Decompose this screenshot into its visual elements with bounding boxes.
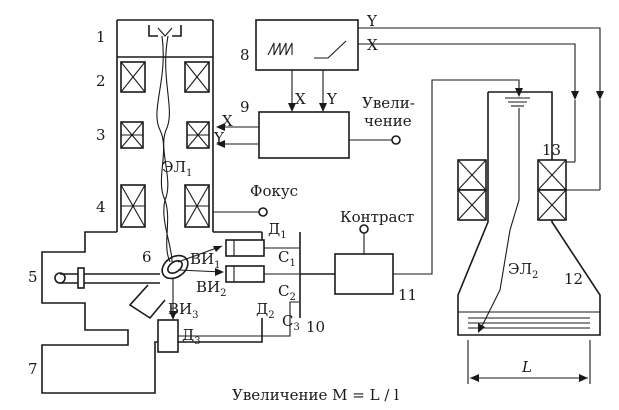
condenser-lens-coil <box>120 61 210 93</box>
detector-d2 <box>225 265 265 283</box>
beam-column-label: ЭЛ1 <box>162 158 192 179</box>
collector-c2-label: С2 <box>278 282 296 303</box>
signal-switch <box>299 232 335 318</box>
detector-d3-label: Д3 <box>182 326 201 347</box>
label-6: 6 <box>142 248 152 266</box>
coil-y-label: Y <box>213 129 225 147</box>
label-8: 8 <box>240 46 250 64</box>
label-12: 12 <box>564 270 583 288</box>
magnification-label-line2: чение <box>364 112 412 130</box>
label-10: 10 <box>306 318 325 336</box>
crt-deflection-coil <box>457 159 567 221</box>
electron-column <box>116 19 214 263</box>
collector-c1-label: С1 <box>278 248 296 269</box>
collector-c3-label: С3 <box>282 312 300 333</box>
label-7: 7 <box>28 360 38 378</box>
screen-width-label: L <box>521 358 532 376</box>
video-amplifier <box>334 253 394 295</box>
deflection-coil <box>120 121 210 149</box>
crt-display <box>457 91 601 336</box>
crt-x-label: X <box>367 36 378 54</box>
crt-y-label: Y <box>366 12 378 30</box>
contrast-label: Контраст <box>340 208 414 226</box>
mag-y-label: Y <box>326 90 338 108</box>
specimen <box>161 254 189 280</box>
scan-generator <box>255 19 359 71</box>
label-5: 5 <box>28 268 38 286</box>
magnification-knob <box>391 135 401 145</box>
magnification-label-line1: Увели- <box>362 94 415 112</box>
detector-d1 <box>225 239 265 257</box>
magnification-formula: Увеличение M = L / l <box>232 386 399 404</box>
label-13: 13 <box>542 141 561 159</box>
focus-label: Фокус <box>250 182 298 200</box>
label-9: 9 <box>240 98 250 116</box>
detector-d1-label: Д1 <box>268 220 287 241</box>
screen-width-dimension <box>467 340 591 384</box>
emission-vi1-label: ВИ1 <box>190 250 220 271</box>
detector-d3 <box>157 319 179 353</box>
electron-beam <box>156 35 173 263</box>
magnification-unit <box>258 111 350 159</box>
beam-crt-label: ЭЛ2 <box>508 260 538 281</box>
emission-vi2-label: ВИ2 <box>196 278 226 299</box>
label-3: 3 <box>96 126 106 144</box>
objective-lens-coil <box>120 184 210 228</box>
detector-d2-label: Д2 <box>256 300 275 321</box>
specimen-holder <box>54 267 160 289</box>
electron-gun <box>117 25 213 58</box>
mag-x-label: X <box>295 90 306 108</box>
contrast-knob <box>359 224 369 234</box>
focus-knob <box>258 207 268 217</box>
label-11: 11 <box>398 286 417 304</box>
label-4: 4 <box>96 198 106 216</box>
coil-x-label: X <box>222 112 233 130</box>
emission-vi3-label: ВИ3 <box>168 300 198 321</box>
label-1: 1 <box>96 28 106 46</box>
label-2: 2 <box>96 72 106 90</box>
specimen-chamber <box>41 231 299 394</box>
